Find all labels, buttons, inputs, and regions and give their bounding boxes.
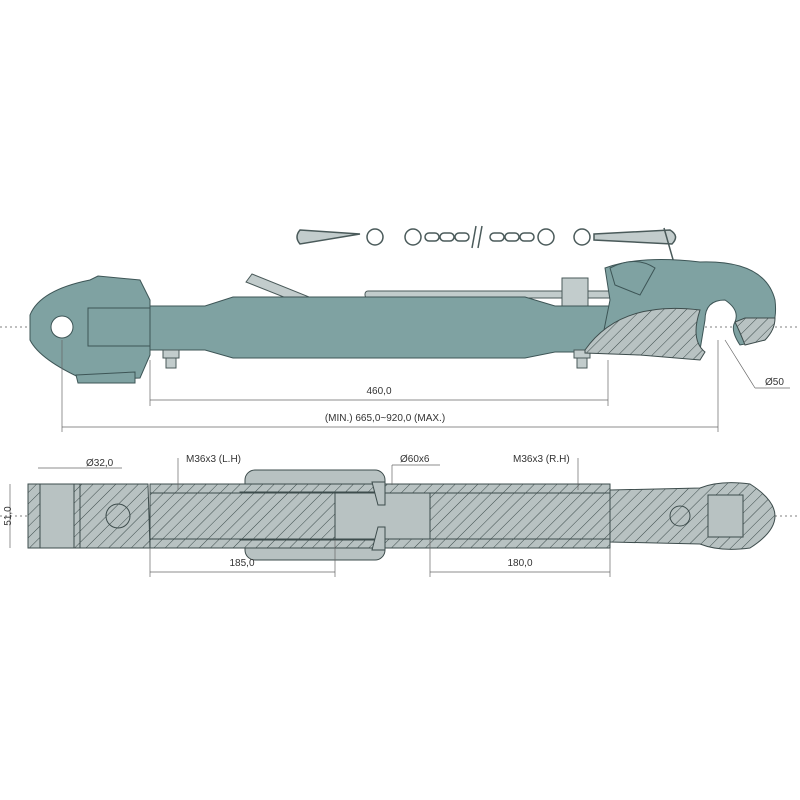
hook-latch[interactable] (609, 261, 656, 296)
thread-left-callout: M36x3 (L.H) (177, 454, 241, 490)
dimension-180: 180,0 (429, 540, 611, 577)
hook-tip-section (734, 317, 776, 346)
retaining-clip (371, 481, 386, 551)
lock-nut-left (162, 349, 180, 369)
lock-nut-right (573, 349, 591, 369)
fork-thread (87, 307, 151, 347)
eye-bore (39, 483, 75, 549)
dimension-label: 180,0 (507, 558, 532, 569)
thread-right-callout: M36x3 (R.H) (513, 454, 579, 490)
dimension-label: Ø50 (765, 377, 784, 388)
adjustment-tube (149, 296, 611, 359)
tube-diameter-callout: Ø60x6 (391, 454, 440, 485)
dimension-185: 185,0 (149, 540, 336, 577)
callout-label: M36x3 (L.H) (186, 454, 241, 465)
callout-label: Ø60x6 (400, 454, 430, 465)
dimension-eye-width: 51,0 (3, 484, 14, 548)
eye-hole (50, 315, 74, 339)
dimension-label: 460,0 (366, 386, 391, 397)
eye-clip (75, 371, 136, 384)
callout-label: M36x3 (R.H) (513, 454, 570, 465)
hook-section (584, 307, 706, 361)
dimension-460: 460,0 (149, 360, 609, 406)
hook-end-section (609, 482, 776, 550)
right-thread-rod (429, 492, 611, 540)
top-view: 460,0 (MIN.) 665,0~920,0 (MAX.) Ø50 (0, 225, 800, 432)
left-thread-rod (149, 492, 336, 540)
dimension-label: Ø32,0 (86, 458, 114, 469)
rod-bracket (561, 277, 589, 307)
dimension-total-length: (MIN.) 665,0~920,0 (MAX.) (61, 340, 719, 432)
dimension-label: 185,0 (229, 558, 254, 569)
dimension-label: (MIN.) 665,0~920,0 (MAX.) (325, 413, 445, 424)
safety-chain (296, 225, 677, 271)
hook-end-bore (707, 494, 744, 538)
section-view: Ø32,0 51,0 M36x3 (L.H) Ø60x6 M36x3 (R.H)… (0, 454, 800, 577)
dimension-hook-diameter: Ø50 (724, 339, 790, 389)
dimension-eye-diameter: Ø32,0 (38, 458, 122, 469)
dimension-label: 51,0 (3, 506, 14, 526)
